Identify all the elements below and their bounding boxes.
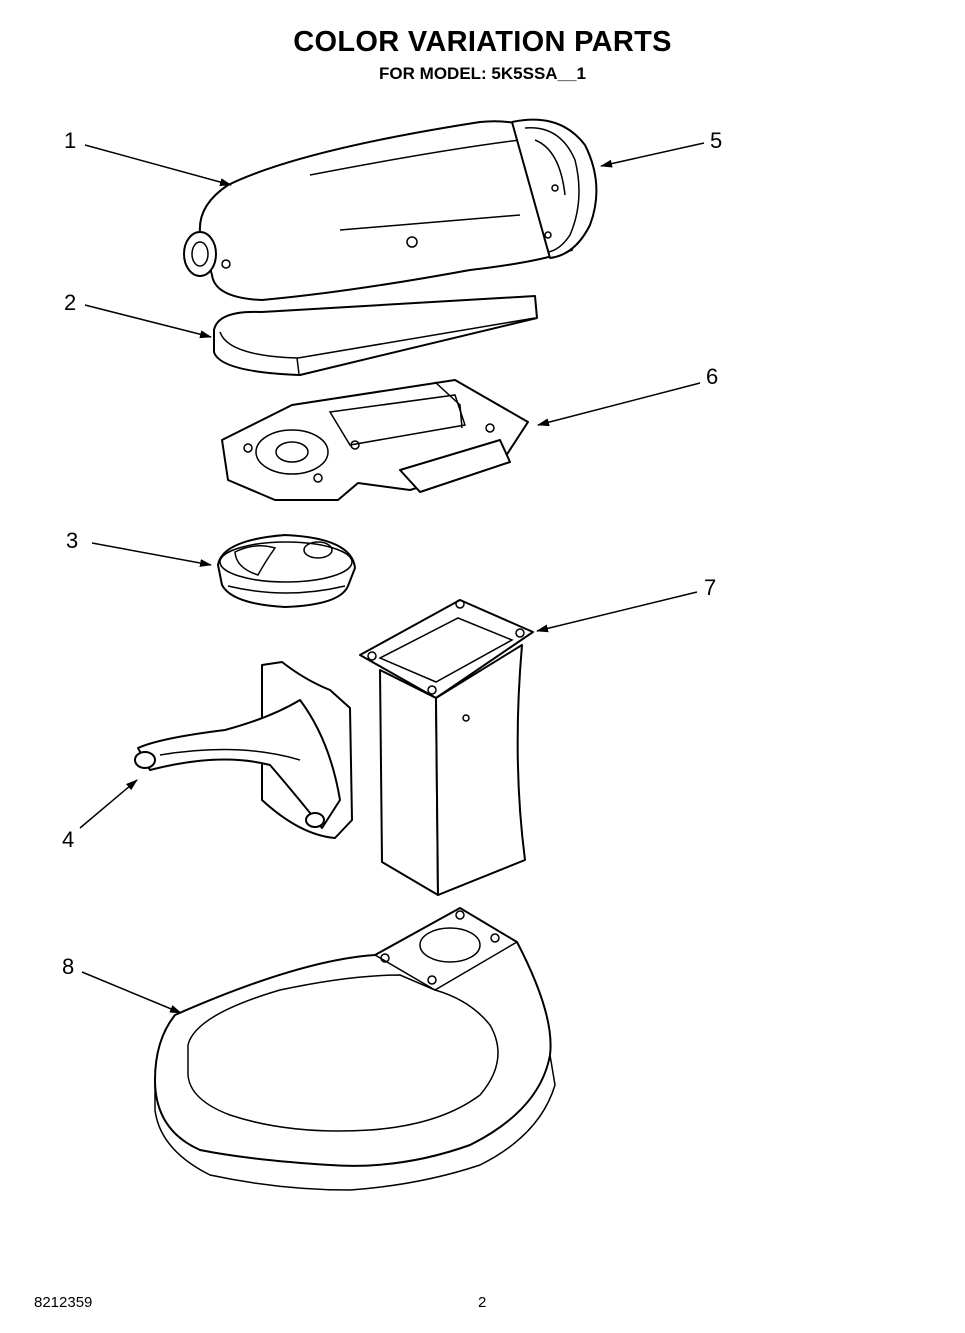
page-number: 2 [478, 1294, 487, 1311]
part-2-trim-band [213, 295, 538, 376]
page-title: COLOR VARIATION PARTS [293, 26, 672, 58]
leader-2 [84, 304, 212, 339]
leader-4 [79, 779, 138, 829]
callout-5: 5 [710, 128, 722, 153]
leader-7 [536, 591, 698, 633]
callout-2: 2 [64, 290, 76, 315]
part-4-bowl-support [134, 661, 353, 839]
callout-1: 1 [64, 128, 76, 153]
callout-7: 7 [704, 575, 716, 600]
part-5-end-cap [511, 118, 598, 259]
callout-4: 4 [62, 827, 74, 852]
part-6-gear-housing [221, 379, 529, 501]
leader-1 [84, 144, 232, 186]
model-subtitle: FOR MODEL: 5K5SSA__1 [379, 64, 586, 83]
part-1-motor-housing [183, 120, 573, 301]
callout-3: 3 [66, 528, 78, 553]
document-number: 8212359 [34, 1294, 93, 1311]
part-3-planetary-cap [217, 534, 356, 608]
callout-8: 8 [62, 954, 74, 979]
part-7-column [359, 599, 534, 896]
leader-3 [91, 542, 212, 567]
part-8-base [154, 907, 556, 1191]
leader-5 [600, 142, 705, 168]
leader-6 [537, 382, 701, 427]
callout-6: 6 [706, 364, 718, 389]
leader-8 [81, 971, 182, 1014]
